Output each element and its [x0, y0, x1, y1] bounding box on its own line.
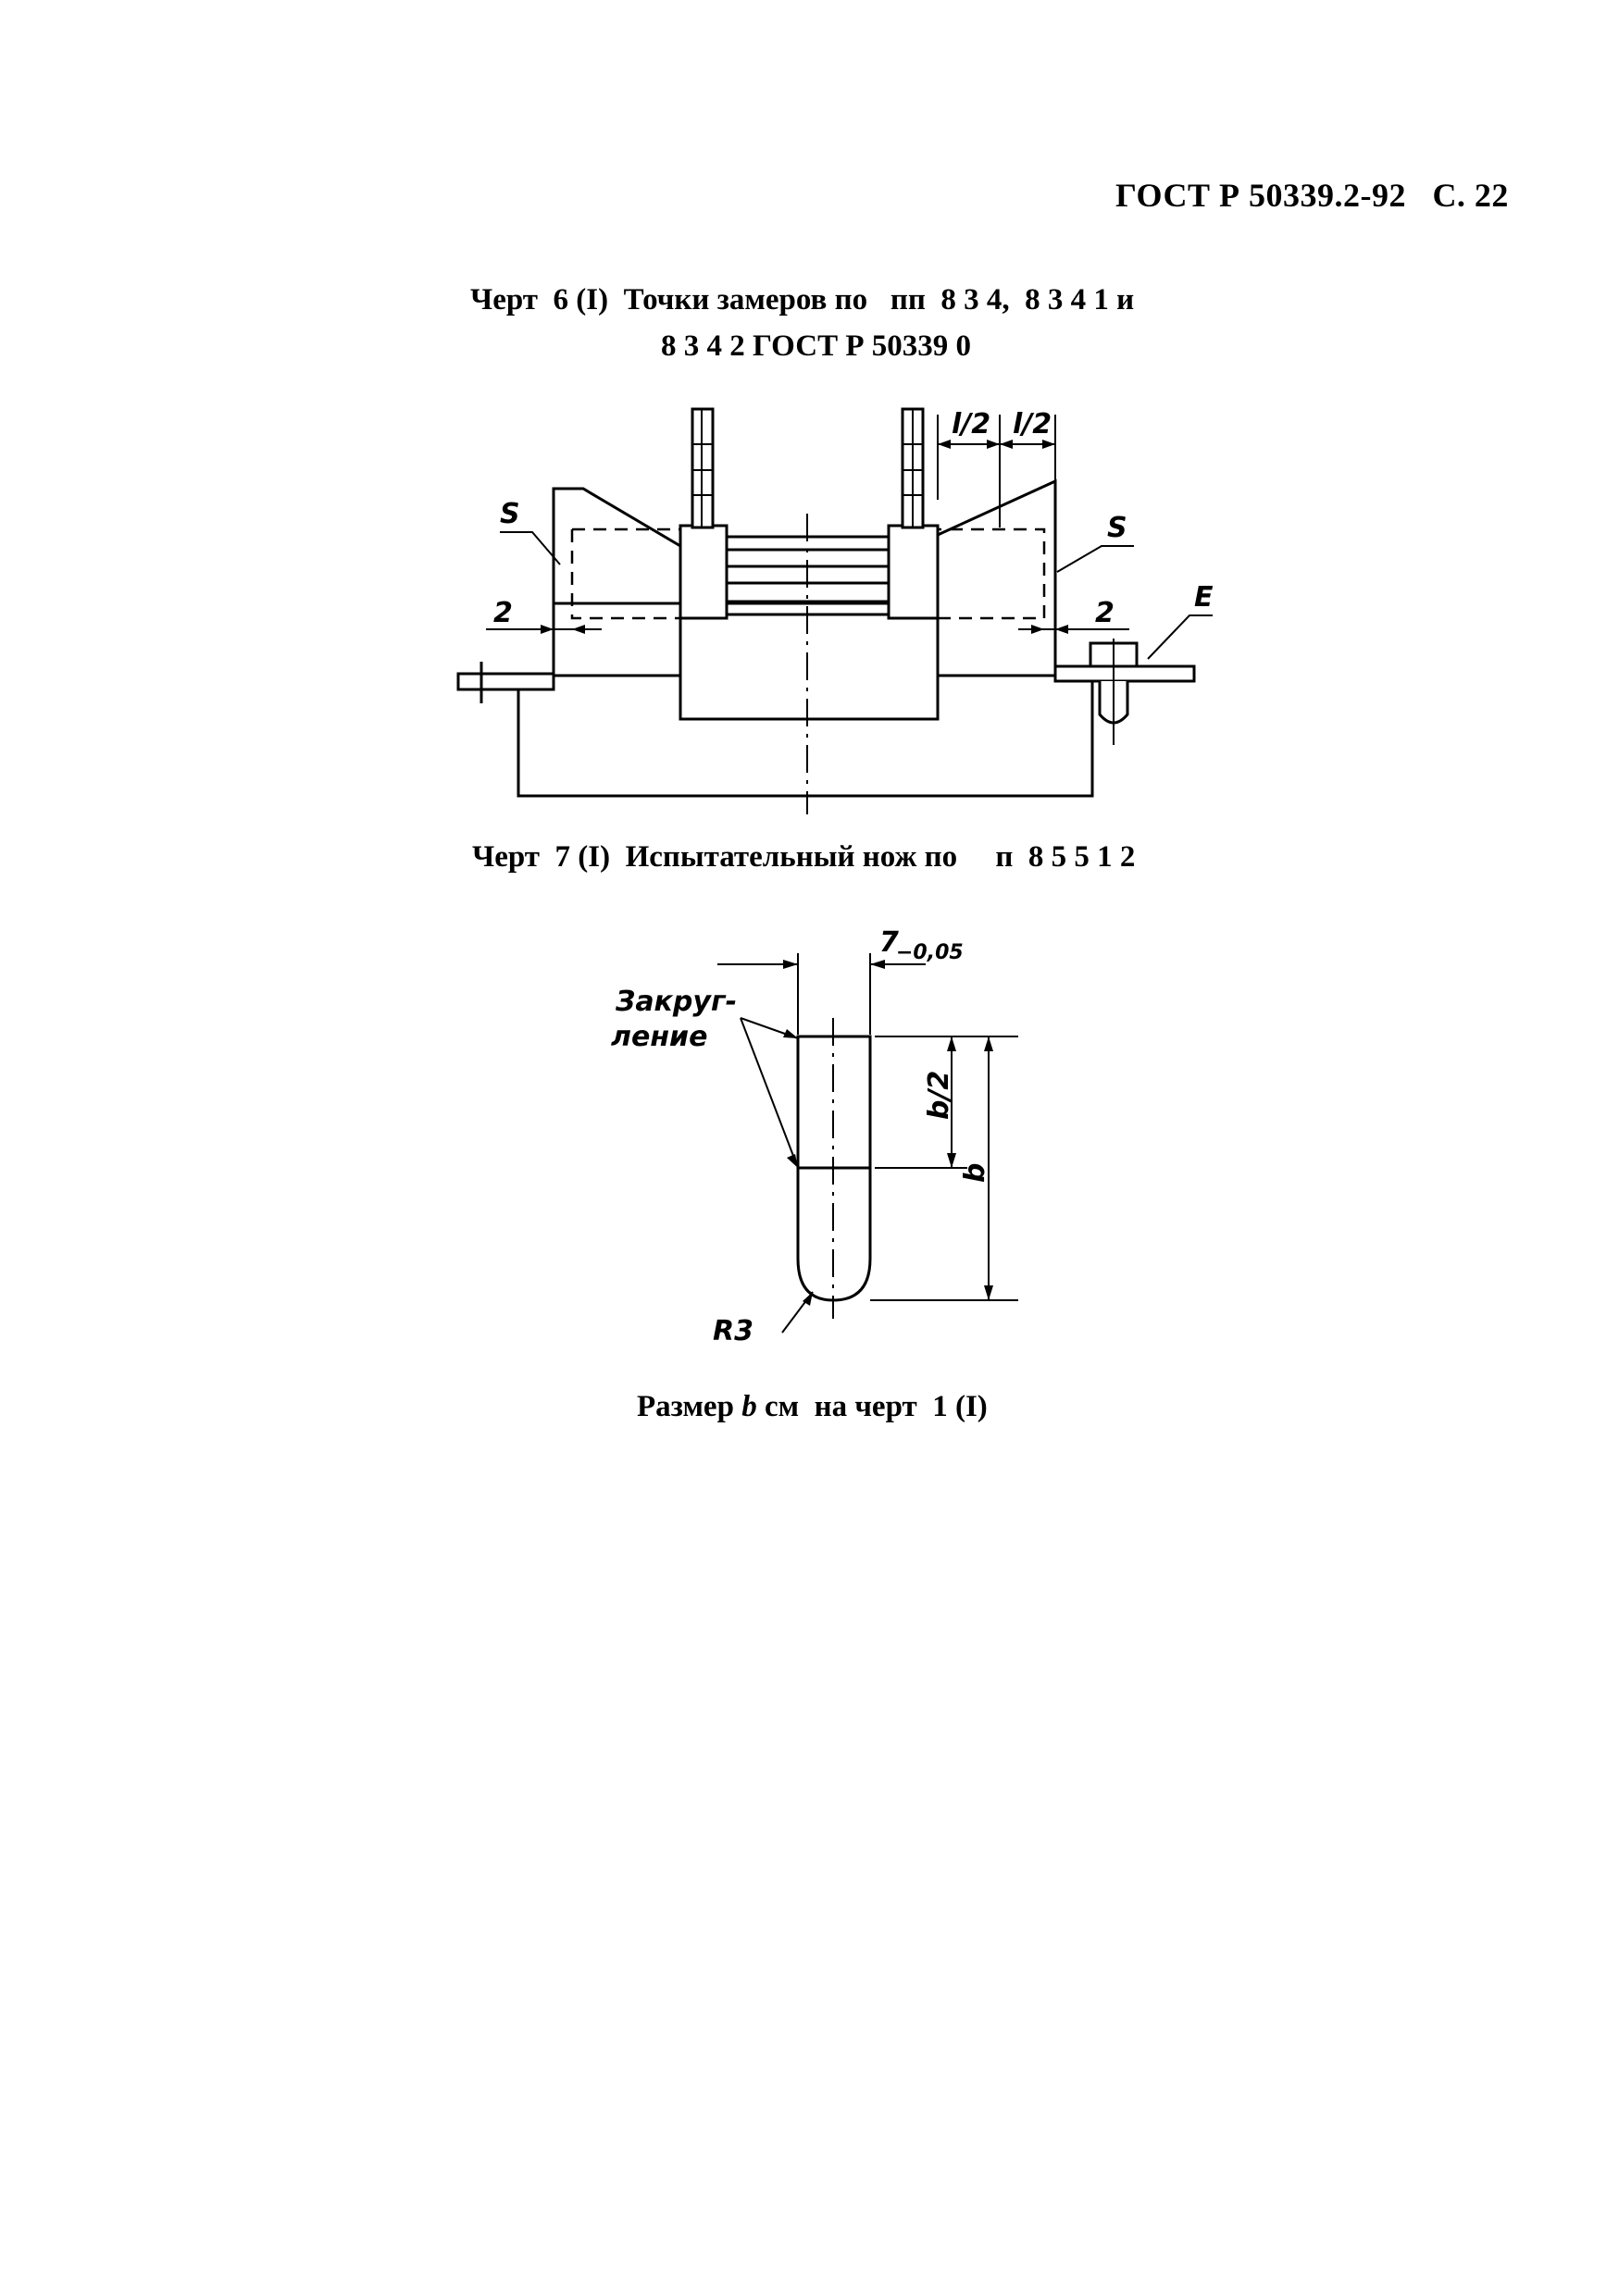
figure7-caption: Черт 7 (I) Испытательный нож по п 8 5 5 … — [472, 840, 1136, 874]
label-rounding-line2: ление — [611, 1021, 707, 1053]
left-dashed-contour — [570, 527, 680, 620]
figure6-caption-line1: Черт 6 (I) Точки замеров по пп 8 3 4, 8 … — [470, 283, 1135, 316]
label-b-half: b/2 — [923, 1071, 955, 1120]
label-e: E — [1194, 581, 1214, 614]
size-note-var: b — [741, 1390, 757, 1423]
right-dashed-contour — [938, 527, 1046, 620]
page-header: ГОСТ Р 50339.2-92 С. 22 — [1115, 177, 1509, 214]
size-note-suffix: см на черт 1 (I) — [756, 1390, 988, 1423]
label-two-left: 2 — [493, 597, 513, 629]
right-terminal — [1053, 664, 1196, 683]
label-tolerance: −0,05 — [896, 941, 964, 964]
label-half-b: l/2 — [1013, 408, 1052, 441]
size-note: Размер b см на черт 1 (I) — [637, 1390, 988, 1424]
label-rounding-line1: Закруг- — [615, 986, 737, 1018]
figure6-caption-line2: 8 3 4 2 ГОСТ Р 50339 0 — [661, 329, 971, 363]
contact-block-right — [887, 524, 940, 620]
label-half-a: l/2 — [952, 408, 990, 441]
label-s-left: S — [500, 498, 520, 530]
contact-block-left — [679, 524, 729, 620]
label-s-right: S — [1107, 512, 1127, 544]
label-r3: R3 — [713, 1315, 753, 1347]
size-note-prefix: Размер — [637, 1390, 742, 1423]
label-two-right: 2 — [1095, 597, 1115, 629]
central-block — [679, 602, 940, 721]
label-width-7: 7 — [879, 926, 899, 959]
label-b: b — [959, 1163, 991, 1183]
